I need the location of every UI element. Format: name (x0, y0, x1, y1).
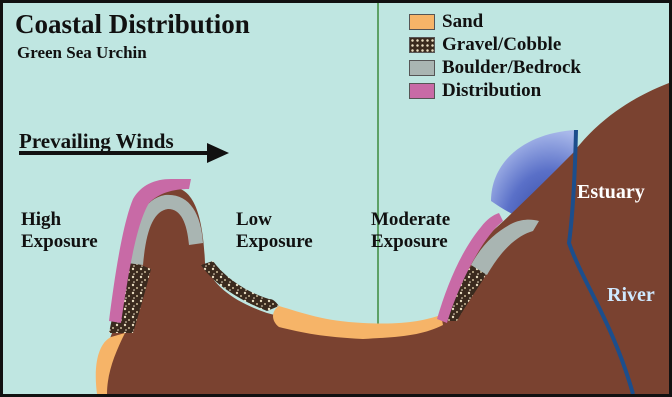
legend-item-gravel: Gravel/Cobble (409, 33, 581, 56)
boulder-swatch (409, 60, 435, 76)
diagram-title: Coastal Distribution (15, 9, 250, 39)
legend-label-boulder: Boulder/Bedrock (442, 57, 581, 79)
legend-item-sand: Sand (409, 10, 581, 33)
river-label: River (607, 284, 655, 307)
gravel-swatch (409, 37, 435, 53)
legend-label-gravel: Gravel/Cobble (442, 34, 561, 56)
sand-swatch (409, 14, 435, 30)
site-label-low-text: Low Exposure (236, 209, 336, 253)
site-label-high-text: High Exposure (21, 209, 121, 253)
site-label-moderate-text: Moderate Exposure (371, 209, 471, 253)
site-label-high: High Exposure (21, 209, 121, 253)
site-label-low: Low Exposure (236, 209, 336, 253)
diagram-subtitle: Green Sea Urchin (17, 43, 147, 63)
prevailing-winds-label: Prevailing Winds (19, 129, 174, 153)
legend-item-distribution: Distribution (409, 79, 581, 102)
wind-arrow-head (207, 143, 229, 163)
estuary-label: Estuary (577, 181, 645, 204)
distribution-swatch (409, 83, 435, 99)
legend: Sand Gravel/Cobble Boulder/Bedrock Distr… (409, 10, 581, 102)
legend-label-sand: Sand (442, 11, 483, 33)
legend-label-distribution: Distribution (442, 80, 541, 102)
legend-item-boulder: Boulder/Bedrock (409, 56, 581, 79)
site-label-moderate: Moderate Exposure (371, 209, 471, 253)
